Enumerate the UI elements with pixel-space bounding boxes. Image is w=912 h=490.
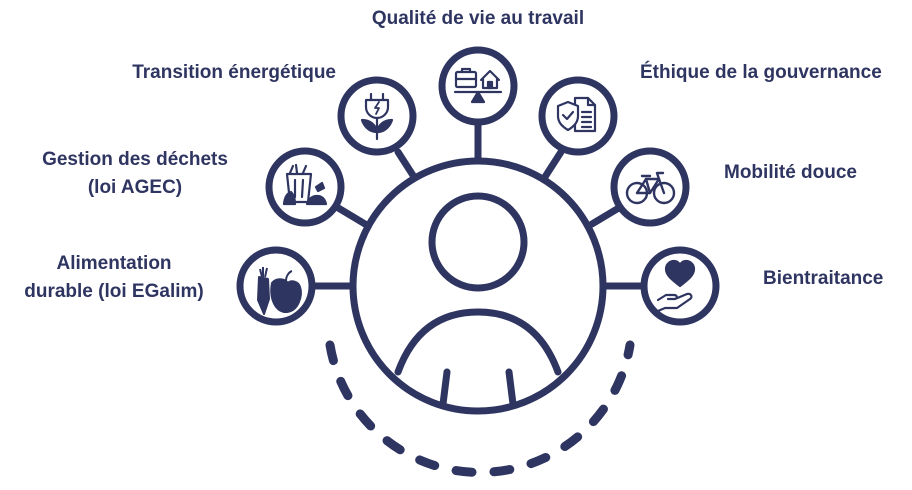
- spoke-mobilite: [588, 202, 626, 228]
- circle-dechets: [265, 147, 345, 227]
- label-qualite: Qualité de vie au travail: [371, 8, 585, 29]
- spoke-ethique: [539, 148, 565, 184]
- person-icon: [394, 192, 562, 408]
- label-dechets: Gestion des déchets(loi AGEC): [42, 149, 228, 198]
- center-circle: [349, 157, 607, 415]
- shield-document-icon: [556, 96, 597, 133]
- waste-bin-icon: [282, 163, 328, 206]
- heart-hand-icon: [656, 259, 696, 313]
- circle-transition: [337, 76, 417, 156]
- label-ethique: Éthique de la gouvernance: [640, 62, 882, 83]
- vegetables-icon: [257, 267, 302, 315]
- label-mobilite: Mobilité douce: [724, 162, 857, 183]
- spoke-dechets: [331, 202, 369, 228]
- plug-plant-icon: [360, 92, 394, 141]
- label-bientraitance: Bientraitance: [763, 268, 884, 289]
- label-transition: Transition énergétique: [132, 62, 336, 83]
- work-life-balance-icon: [453, 67, 503, 104]
- circle-qualite: [438, 46, 518, 126]
- circle-mobilite: [610, 147, 690, 227]
- bicycle-icon: [625, 171, 676, 205]
